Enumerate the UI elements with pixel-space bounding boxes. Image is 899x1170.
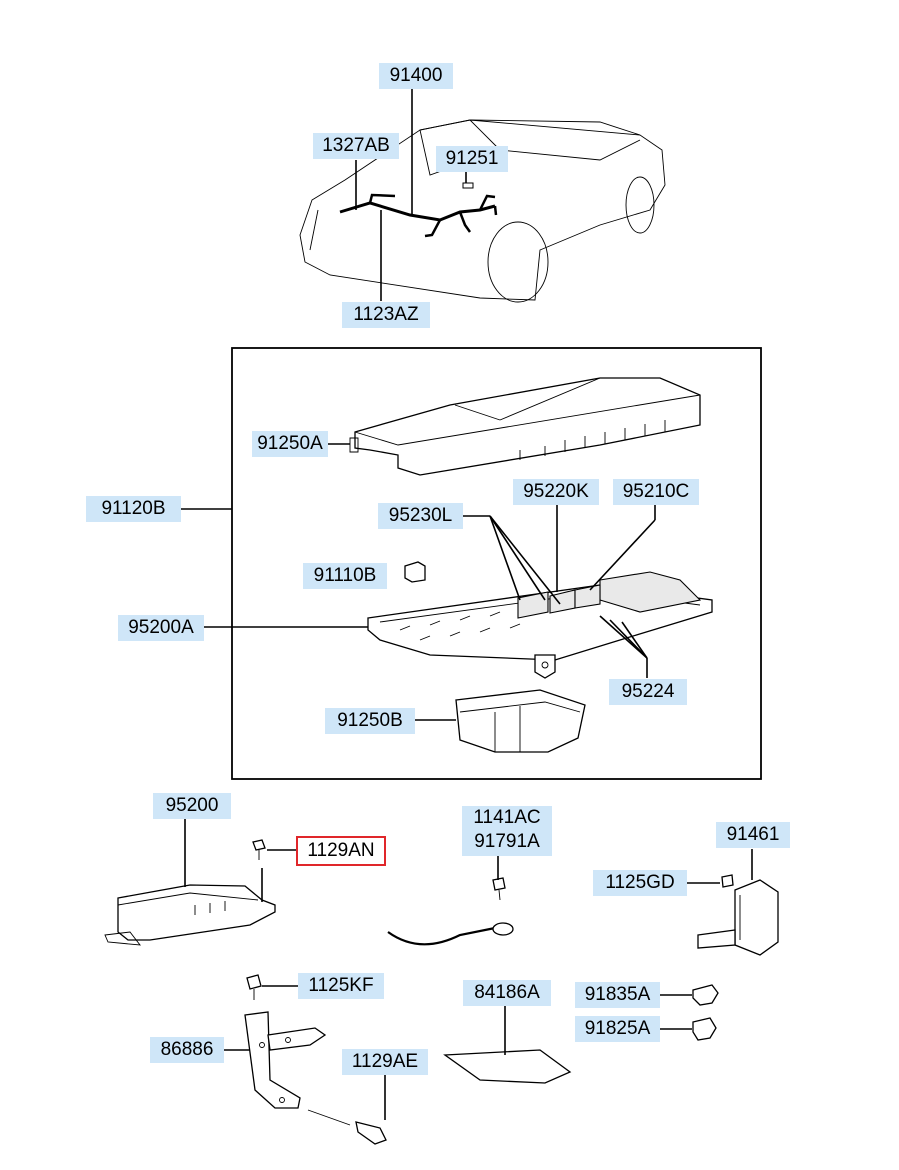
wiring-harness bbox=[339, 182, 498, 238]
part-label-86886[interactable]: 86886 bbox=[150, 1037, 224, 1063]
part-label-95224[interactable]: 95224 bbox=[609, 679, 687, 705]
fuse-clip bbox=[404, 561, 426, 583]
part-label-95230l[interactable]: 95230L bbox=[378, 503, 463, 529]
part-label-91825a[interactable]: 91825A bbox=[575, 1016, 660, 1042]
bolt-1129ae bbox=[307, 1109, 387, 1145]
mounting-bracket-86886 bbox=[244, 974, 327, 1109]
part-label-95200[interactable]: 95200 bbox=[153, 793, 231, 819]
part-label-95200a[interactable]: 95200A bbox=[118, 615, 204, 641]
fuse-box-base bbox=[367, 571, 713, 679]
car-illustration bbox=[299, 119, 666, 303]
part-label-91835a[interactable]: 91835A bbox=[575, 982, 660, 1008]
part-label-1129an[interactable]: 1129AN bbox=[296, 836, 386, 866]
part-label-1141ac-91791a[interactable]: 1141AC 91791A bbox=[462, 806, 552, 856]
part-label-91251[interactable]: 91251 bbox=[436, 146, 508, 172]
relay-box bbox=[104, 884, 276, 946]
mounting-bracket-91461 bbox=[697, 874, 779, 956]
clip-91825a bbox=[692, 1017, 717, 1041]
ground-cable bbox=[387, 877, 514, 946]
part-label-1327ab[interactable]: 1327AB bbox=[313, 133, 399, 159]
part-label-91461[interactable]: 91461 bbox=[716, 822, 790, 848]
assembly-frame bbox=[231, 347, 762, 780]
part-label-95220k[interactable]: 95220K bbox=[513, 479, 599, 505]
part-label-91400[interactable]: 91400 bbox=[379, 63, 453, 89]
fuse-box-cover bbox=[349, 377, 701, 476]
part-label-1125gd[interactable]: 1125GD bbox=[593, 870, 687, 896]
part-label-1125kf[interactable]: 1125KF bbox=[298, 973, 384, 999]
bolt-1129an bbox=[252, 839, 266, 860]
part-label-1129ae[interactable]: 1129AE bbox=[342, 1049, 428, 1075]
part-label-91110b[interactable]: 91110B bbox=[303, 563, 387, 589]
insulation-pad bbox=[443, 1049, 572, 1084]
part-label-95210c[interactable]: 95210C bbox=[613, 479, 699, 505]
clip-91835a bbox=[692, 984, 719, 1006]
part-label-84186a[interactable]: 84186A bbox=[463, 980, 551, 1006]
fuse-box-lower-cover bbox=[455, 689, 586, 753]
part-label-91250b[interactable]: 91250B bbox=[325, 708, 415, 734]
part-label-1141ac[interactable]: 1141AC bbox=[473, 807, 541, 828]
part-label-1123az[interactable]: 1123AZ bbox=[342, 302, 430, 328]
part-label-91120b[interactable]: 91120B bbox=[86, 496, 181, 522]
part-label-91250a[interactable]: 91250A bbox=[252, 431, 328, 457]
part-label-91791a[interactable]: 91791A bbox=[474, 831, 540, 852]
